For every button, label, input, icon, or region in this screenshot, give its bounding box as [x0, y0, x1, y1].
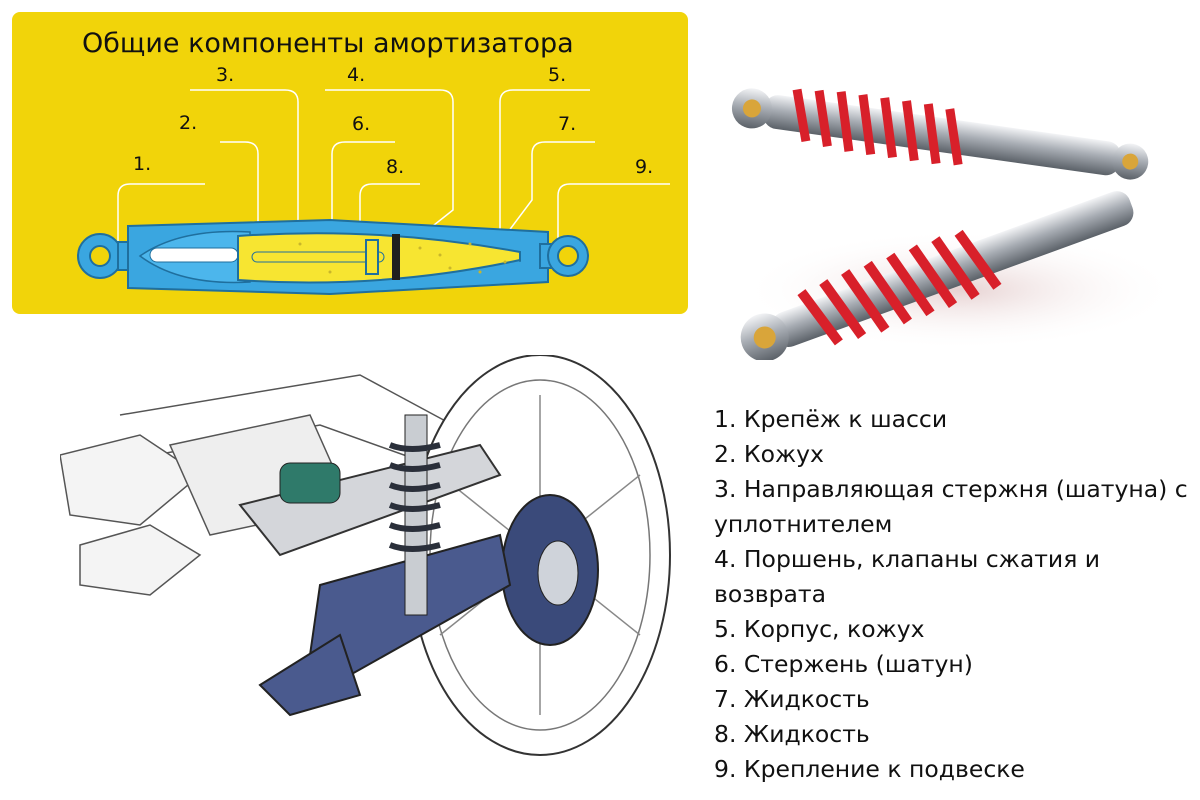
coilover-shocks-image [731, 88, 1180, 360]
callout-5: 5. [548, 64, 567, 86]
legend-item-3-cont: уплотнителем [714, 510, 893, 538]
legend-item-5: 5. Корпус, кожух [714, 615, 925, 643]
leader-lines [117, 89, 670, 259]
legend-item-2: 2. Кожух [714, 440, 824, 468]
callout-9: 9. [635, 156, 654, 178]
legend-item-3: 3. Направляющая стержня (шатуна) с [714, 475, 1188, 503]
legend-item-9: 9. Крепление к подвеске [714, 755, 1025, 783]
callout-8: 8. [386, 156, 405, 178]
callout-1: 1. [133, 153, 152, 175]
legend-item-8: 8. Жидкость [714, 720, 870, 748]
callout-4: 4. [347, 64, 366, 86]
rear-suspension-illustration [60, 355, 671, 756]
shock-absorber-cutaway [77, 89, 670, 296]
diagram-title: Общие компоненты амортизатора [82, 28, 574, 59]
legend-item-7: 7. Жидкость [714, 685, 870, 713]
callout-6: 6. [352, 113, 371, 135]
callout-2: 2. [179, 112, 198, 134]
callout-3: 3. [216, 64, 235, 86]
legend-item-1: 1. Крепёж к шасси [714, 405, 948, 433]
callout-7: 7. [558, 113, 577, 135]
legend-item-4-cont: возврата [714, 580, 826, 608]
component-legend: 1. Крепёж к шасси 2. Кожух 3. Направляющ… [714, 402, 1194, 787]
legend-item-6: 6. Стержень (шатун) [714, 650, 973, 678]
legend-item-4: 4. Поршень, клапаны сжатия и [714, 545, 1101, 573]
